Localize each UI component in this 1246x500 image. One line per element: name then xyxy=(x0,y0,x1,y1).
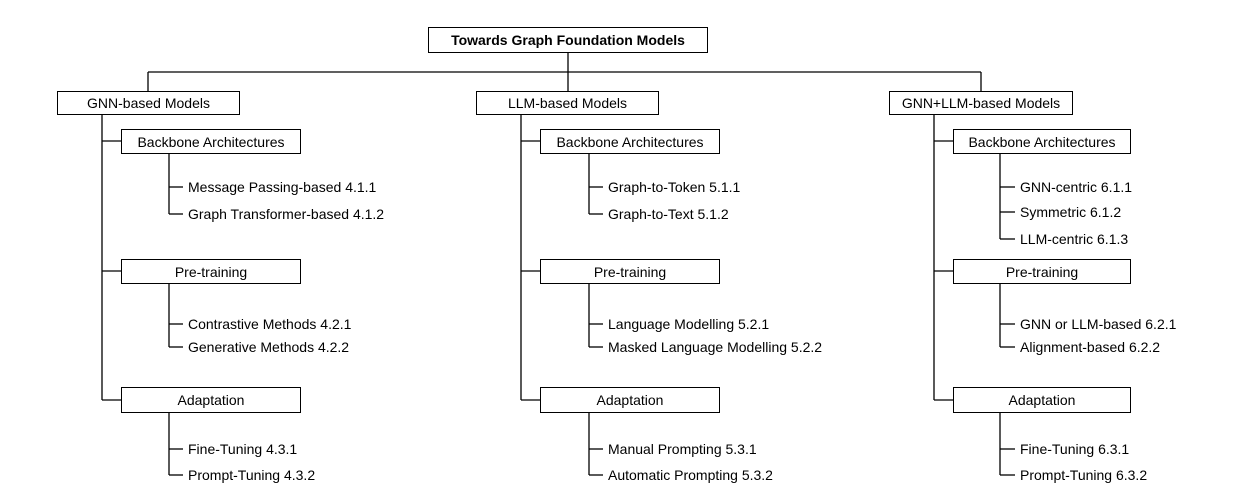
leaf-gnn-centric: GNN-centric 6.1.1 xyxy=(1020,179,1133,195)
leaf-message-passing: Message Passing-based 4.1.1 xyxy=(188,179,377,195)
column-node-llm: LLM-based Models xyxy=(476,91,659,115)
group-node-gnn-pretraining: Pre-training xyxy=(121,259,301,284)
leaf-symmetric: Symmetric 6.1.2 xyxy=(1020,204,1122,220)
leaf-generative: Generative Methods 4.2.2 xyxy=(188,339,350,355)
leaf-automatic-prompting: Automatic Prompting 5.3.2 xyxy=(608,467,773,483)
group-node-hybrid-adaptation: Adaptation xyxy=(953,387,1131,413)
column-node-gnn-llm: GNN+LLM-based Models xyxy=(889,91,1073,115)
group-node-llm-pretraining: Pre-training xyxy=(540,259,720,284)
leaf-graph-to-text: Graph-to-Text 5.1.2 xyxy=(608,206,729,222)
leaf-gnn-prompt-tuning: Prompt-Tuning 4.3.2 xyxy=(188,467,316,483)
leaf-contrastive: Contrastive Methods 4.2.1 xyxy=(188,316,352,332)
leaf-language-modelling: Language Modelling 5.2.1 xyxy=(608,316,770,332)
group-node-llm-adaptation: Adaptation xyxy=(540,387,720,413)
group-node-gnn-backbone: Backbone Architectures xyxy=(121,129,301,154)
group-node-hybrid-pretraining: Pre-training xyxy=(953,259,1131,284)
root-node: Towards Graph Foundation Models xyxy=(428,27,708,53)
leaf-llm-centric: LLM-centric 6.1.3 xyxy=(1020,231,1129,247)
leaf-graph-transformer: Graph Transformer-based 4.1.2 xyxy=(188,206,385,222)
leaf-alignment-based: Alignment-based 6.2.2 xyxy=(1020,339,1161,355)
leaf-graph-to-token: Graph-to-Token 5.1.1 xyxy=(608,179,741,195)
leaf-hybrid-fine-tuning: Fine-Tuning 6.3.1 xyxy=(1020,441,1130,457)
group-node-llm-backbone: Backbone Architectures xyxy=(540,129,720,154)
group-node-hybrid-backbone: Backbone Architectures xyxy=(953,129,1131,154)
leaf-hybrid-prompt-tuning: Prompt-Tuning 6.3.2 xyxy=(1020,467,1148,483)
leaf-gnn-fine-tuning: Fine-Tuning 4.3.1 xyxy=(188,441,298,457)
leaf-gnn-or-llm-based: GNN or LLM-based 6.2.1 xyxy=(1020,316,1177,332)
group-node-gnn-adaptation: Adaptation xyxy=(121,387,301,413)
leaf-manual-prompting: Manual Prompting 5.3.1 xyxy=(608,441,757,457)
leaf-masked-language-modelling: Masked Language Modelling 5.2.2 xyxy=(608,339,823,355)
column-node-gnn: GNN-based Models xyxy=(57,91,240,115)
